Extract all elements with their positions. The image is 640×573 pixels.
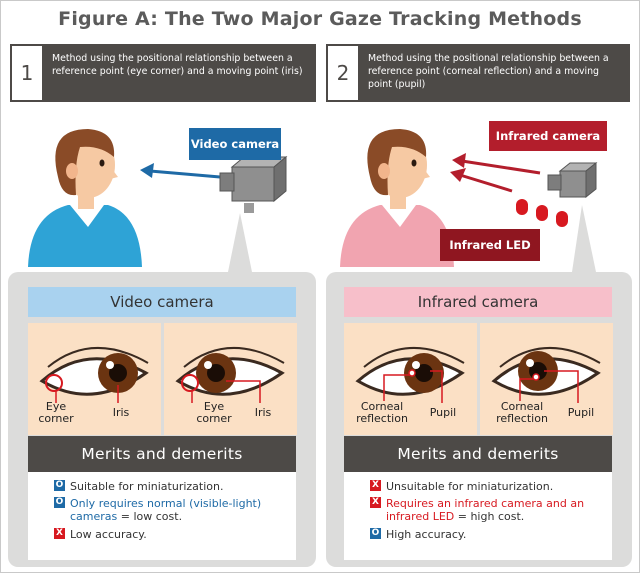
right-eye-1-moving-label: Pupil [429,406,457,419]
right-eye-2-ref-label: Corneal reflection [496,400,548,425]
infrared-camera-icon [547,161,598,199]
method-1-banner: 1 Method using the positional relationsh… [10,44,316,102]
left-merit-2-text-a: Only requires normal (visible-light) [70,497,262,510]
method-1-number: 1 [10,44,44,102]
left-eye-1: Eye corner Iris [28,323,161,435]
method-2-text: Method using the positional relationship… [368,53,609,90]
video-camera-tag: Video camera [189,128,281,160]
left-merit-1-text: Suitable for miniaturization. [70,480,224,493]
gaze-arrow-2b [459,173,513,193]
right-eye-1-ref-label: Corneal reflection [356,400,408,425]
gaze-arrow-2a [461,159,541,175]
left-merit-3-text: Low accuracy. [70,528,147,541]
left-merits-title: Merits and demerits [28,436,296,472]
circle-icon: O [54,480,65,491]
gaze-arrow-1 [149,169,221,179]
infrared-led-tag: Infrared LED [440,229,540,261]
infrared-camera-tag: Infrared camera [489,121,607,151]
right-panel-header: Infrared camera [344,287,612,317]
left-eye-2: Eye corner Iris [164,323,297,435]
cross-icon: X [370,497,381,508]
right-merit-2-text-a: Requires an infrared camera and an [386,497,585,510]
cross-icon: X [54,528,65,539]
person-1-illustration [28,129,142,267]
left-eye-2-ref-label: Eye corner [196,400,232,425]
right-merit-2-text-b: infrared LED [386,510,455,523]
left-eye-1-ref-label: Eye corner [38,400,74,425]
method-2-banner: 2 Method using the positional relationsh… [326,44,630,102]
right-merits-title: Merits and demerits [344,436,612,472]
circle-icon: O [54,497,65,508]
left-eye-2-moving-label: Iris [254,406,272,419]
method-2-number: 2 [326,44,360,102]
left-eye-1-moving-label: Iris [112,406,130,419]
right-merit-1-text: Unsuitable for miniaturization. [386,480,554,493]
right-merit-1: X Unsuitable for miniaturization. [370,480,553,493]
right-merit-3-text: High accuracy. [386,528,467,541]
person-2-illustration [340,129,454,267]
left-merit-3: X Low accuracy. [54,528,147,541]
right-eye-1: Corneal reflection Pupil [344,323,477,435]
left-merit-2-text-b: cameras [70,510,118,523]
left-merit-2: O Only requires normal (visible-light) c… [54,497,294,523]
right-merit-2: X Requires an infrared camera and an inf… [370,497,610,523]
method-1-text: Method using the positional relationship… [52,53,303,77]
left-merits-list: O Suitable for miniaturization. O Only r… [28,472,296,560]
right-eye-2: Corneal reflection Pupil [480,323,613,435]
right-merit-3: O High accuracy. [370,528,466,541]
figure-title: Figure A: The Two Major Gaze Tracking Me… [58,8,582,30]
right-eye-2-moving-label: Pupil [567,406,595,419]
left-merit-2-text-c: = low cost. [117,510,183,523]
right-merit-2-text-c: = high cost. [454,510,525,523]
left-merit-1: O Suitable for miniaturization. [54,480,223,493]
cross-icon: X [370,480,381,491]
illustration-layer [28,129,598,272]
left-panel-header: Video camera [28,287,296,317]
circle-icon: O [370,528,381,539]
video-camera-icon [219,155,288,213]
infrared-led-icon [516,199,568,227]
right-merits-list: X Unsuitable for miniaturization. X Requ… [344,472,612,560]
